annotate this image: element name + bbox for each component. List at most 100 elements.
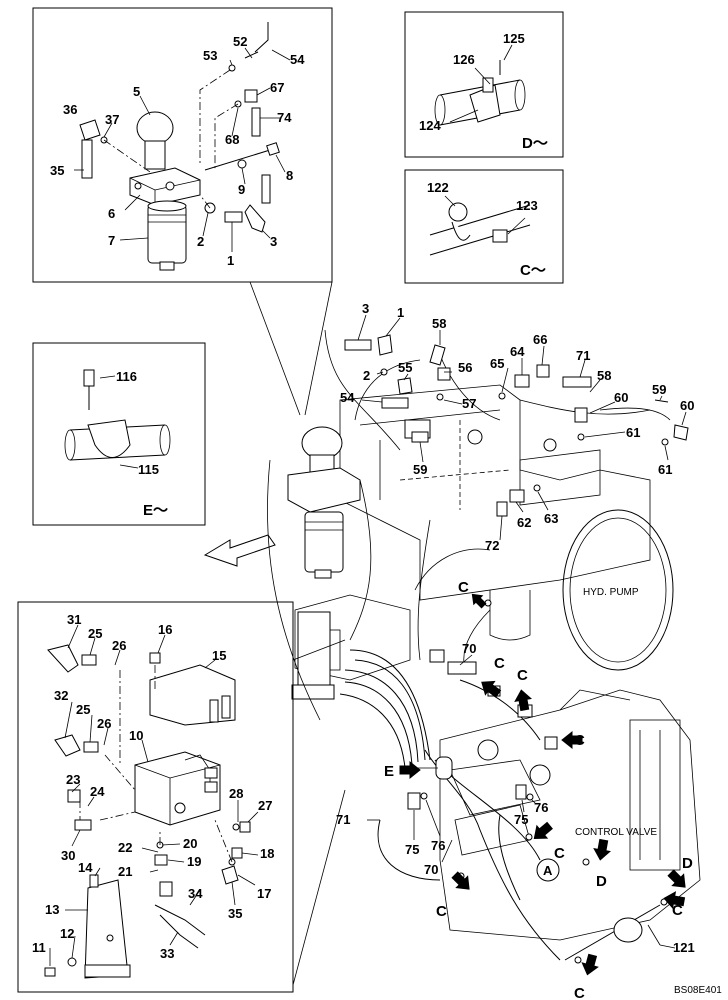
part-number-label: C～ <box>520 262 546 279</box>
part-number-label: 23 <box>66 772 80 787</box>
part-number-label: 71 <box>336 812 350 827</box>
part-number-label: 9 <box>238 182 245 197</box>
part-number-label: 64 <box>510 344 525 359</box>
inset-view-e: 116 115 E～ <box>32 342 206 526</box>
part-number-label: 36 <box>63 102 77 117</box>
part-number-label: 125 <box>503 31 525 46</box>
part-number-label: 60 <box>614 390 628 405</box>
part-number-label: 122 <box>427 180 449 195</box>
part-number-label: 20 <box>183 836 197 851</box>
part-number-label: 35 <box>228 906 242 921</box>
part-number-label: 59 <box>413 462 427 477</box>
part-number-label: HYD. PUMP <box>583 587 639 598</box>
part-number-label: D <box>596 873 607 890</box>
part-number-label: 1 <box>397 305 404 320</box>
part-number-label: 70 <box>462 641 476 656</box>
part-number-label: 53 <box>203 48 217 63</box>
part-number-label: CONTROL VALVE <box>575 827 657 838</box>
part-number-label: 65 <box>490 356 504 371</box>
inset-view-d: 125 126 124 D～ <box>404 11 564 158</box>
part-number-label: 7 <box>108 233 115 248</box>
part-number-label: 116 <box>116 369 137 384</box>
part-number-label: 27 <box>258 798 272 813</box>
part-number-label: 62 <box>517 515 531 530</box>
part-number-label: C <box>458 579 469 596</box>
part-number-label: 35 <box>50 163 64 178</box>
inset-view-c: 122 123 C～ <box>404 169 564 284</box>
part-number-label: 3 <box>362 301 369 316</box>
part-number-label: 30 <box>61 848 75 863</box>
mark-a-circle <box>536 858 560 882</box>
part-number-label: 32 <box>54 688 68 703</box>
part-number-label: 52 <box>233 34 247 49</box>
part-number-label: 18 <box>260 846 274 861</box>
part-number-label: 67 <box>270 80 284 95</box>
part-number-label: 70 <box>424 862 438 877</box>
part-number-label: 14 <box>78 860 93 875</box>
part-number-label: 59 <box>652 382 666 397</box>
part-number-label: C <box>574 732 585 749</box>
part-number-label: 121 <box>673 940 695 955</box>
part-number-label: 19 <box>187 854 201 869</box>
part-number-label: 74 <box>277 110 292 125</box>
part-number-label: 28 <box>229 786 243 801</box>
part-number-label: C <box>494 655 505 672</box>
part-number-label: 72 <box>485 538 499 553</box>
part-number-label: 3 <box>270 234 277 249</box>
part-number-label: D～ <box>522 135 548 152</box>
part-number-label: 123 <box>516 198 538 213</box>
part-number-label: 33 <box>160 946 174 961</box>
part-number-label: 37 <box>105 112 119 127</box>
part-number-label: 58 <box>597 368 611 383</box>
part-number-label: 68 <box>225 132 239 147</box>
part-number-label: 8 <box>286 168 293 183</box>
part-number-label: 126 <box>453 52 475 67</box>
bracket-13 <box>84 879 129 979</box>
part-number-label: 75 <box>514 812 528 827</box>
part-number-label: 11 <box>32 940 46 955</box>
part-number-label: 34 <box>188 886 203 901</box>
part-number-label: E～ <box>143 502 168 519</box>
accumulator-5 <box>136 111 174 145</box>
part-number-label: 12 <box>60 926 74 941</box>
part-number-label: 61 <box>626 425 640 440</box>
hydraulic-pump <box>562 509 674 671</box>
part-number-label: 75 <box>405 842 419 857</box>
part-number-label: 57 <box>462 396 476 411</box>
part-number-label: 60 <box>680 398 694 413</box>
part-number-label: 17 <box>257 886 271 901</box>
part-number-label: 61 <box>658 462 672 477</box>
part-number-label: 2 <box>363 368 370 383</box>
part-number-label: 22 <box>118 840 132 855</box>
inset-solenoid-bracket: 31 25 26 16 15 32 25 26 10 23 24 30 14 1… <box>17 601 346 993</box>
part-number-label: 71 <box>576 348 590 363</box>
part-number-label: 124 <box>419 118 441 133</box>
part-number-label: 13 <box>45 902 59 917</box>
elbow-3 <box>244 204 266 233</box>
part-number-label: A <box>543 863 553 878</box>
part-number-label: 15 <box>212 648 226 663</box>
part-number-label: 26 <box>112 638 126 653</box>
part-number-label: 10 <box>129 728 143 743</box>
inset-filter-assembly: 5 37 36 35 6 7 1 2 3 9 8 68 74 67 54 52 … <box>32 7 333 283</box>
part-number-label: 63 <box>544 511 558 526</box>
front-direction-arrow <box>203 534 276 567</box>
part-number-label: 25 <box>76 702 90 717</box>
part-number-label: 26 <box>97 716 111 731</box>
part-number-label: 56 <box>458 360 472 375</box>
part-number-label: 16 <box>158 622 172 637</box>
part-number-label: 55 <box>398 360 412 375</box>
part-number-label: 66 <box>533 332 547 347</box>
part-number-label: 2 <box>197 234 204 249</box>
control-valve <box>439 689 701 941</box>
part-number-label: C <box>517 667 528 684</box>
part-number-label: 76 <box>534 800 548 815</box>
part-number-label: 54 <box>290 52 305 67</box>
part-number-label: 76 <box>431 838 445 853</box>
part-number-label: C <box>574 985 585 1000</box>
drawing-code: BS08E401 <box>674 985 722 996</box>
part-number-label: C <box>554 845 565 862</box>
part-number-label: 115 <box>138 462 159 477</box>
part-number-label: 58 <box>432 316 446 331</box>
